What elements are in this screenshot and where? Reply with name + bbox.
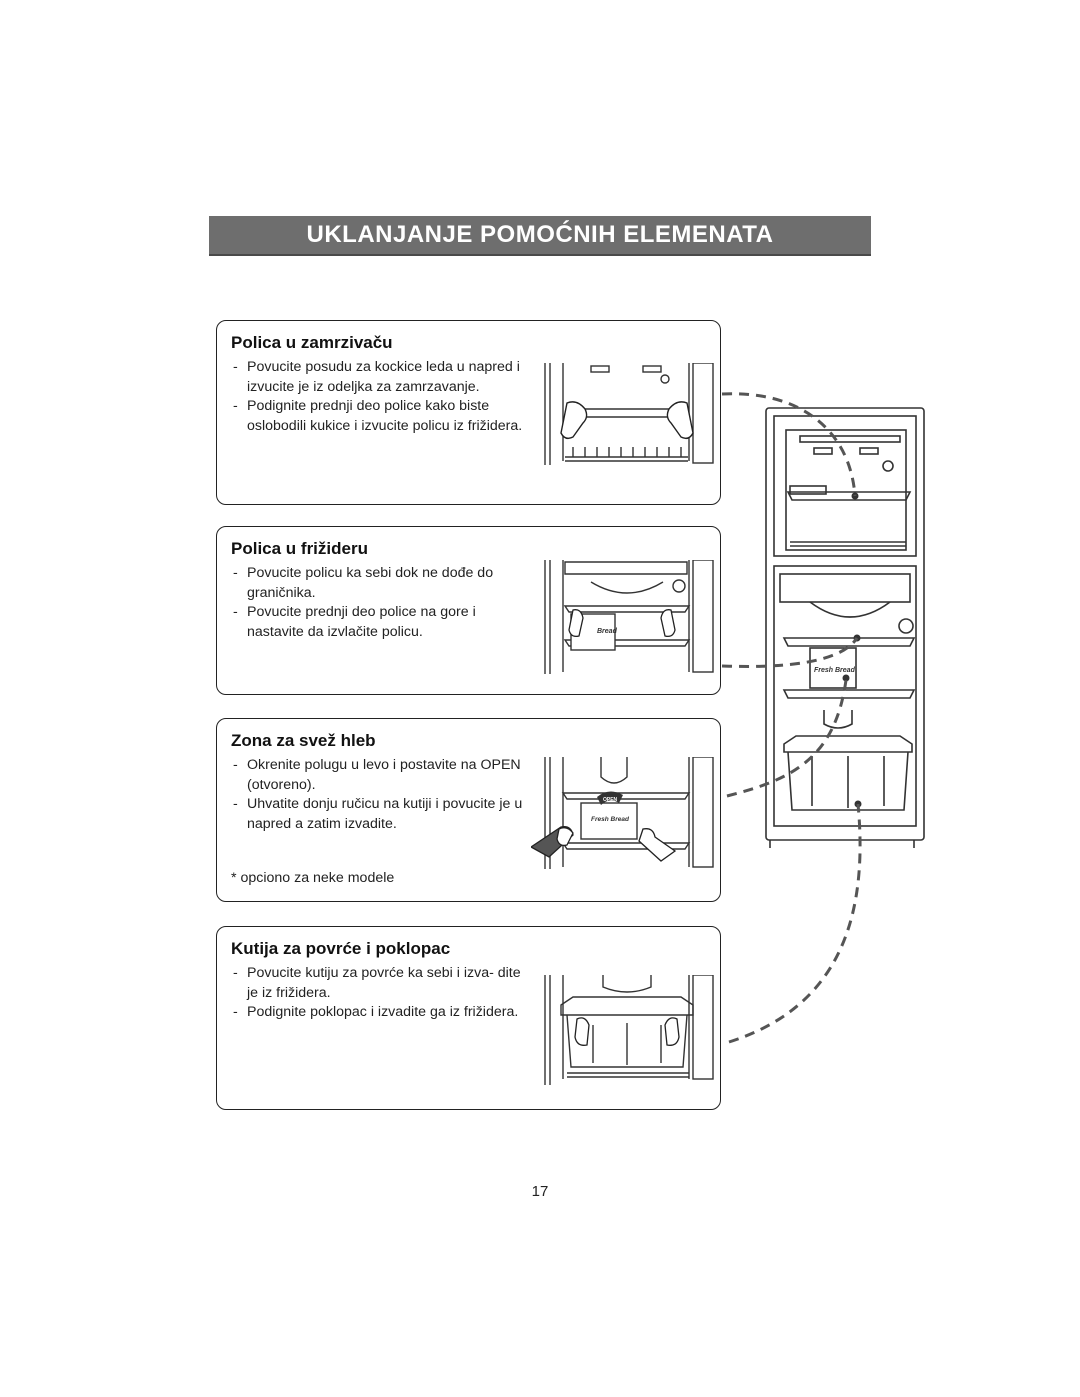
section-heading: Polica u frižideru [231,539,368,558]
refrigerator-illustration: Fresh Bread [765,407,925,848]
section-heading: Polica u zamrzivaču [231,333,393,352]
instruction-item: Podignite poklopac i izvadite ga iz friž… [231,1003,531,1023]
instruction-list: Povucite policu ka sebi dok ne dođe do g… [231,564,531,642]
fresh-bread-label: Fresh Bread [591,816,630,823]
fridge-fresh-bread-label: Fresh Bread [814,667,856,674]
bread-label: Bread [597,628,618,635]
open-label: OPEN [603,797,618,803]
open-lever-icon: OPEN [597,791,623,805]
hand-icon [531,826,677,862]
instruction-list: Povucite kutiju za povrće ka sebi i izva… [231,964,531,1023]
page-title: UKLANJANJE POMOĆNIH ELEMENATA [306,221,774,248]
page-title-bar: UKLANJANJE POMOĆNIH ELEMENATA [209,216,871,256]
section-heading: Kutija za povrće i poklopac [231,939,451,958]
optional-note: * opciono za neke modele [231,870,395,886]
section-fridge-shelf: Polica u frižideru Povucite policu ka se… [216,526,721,695]
page-number: 17 [531,1183,549,1200]
section-vegetable-box: Kutija za povrće i poklopac Povucite kut… [216,926,721,1110]
instruction-item: Povucite posudu za kockice leda u napred… [231,358,531,397]
hand-icon [574,1017,680,1046]
fridge-shelf-illustration: Bread [544,560,714,674]
hand-icon [568,609,676,638]
instruction-item: Okrenite polugu u levo i postavite na OP… [231,756,531,795]
instruction-list: Okrenite polugu u levo i postavite na OP… [231,756,531,834]
instruction-item: Uhvatite donju ručicu na kutiji i povuci… [231,795,531,834]
section-heading: Zona za svež hleb [231,731,376,750]
fresh-bread-zone-illustration: OPEN Fresh Bread [531,757,714,869]
hand-icon [560,401,694,440]
instruction-item: Podignite prednji deo police kako biste … [231,397,531,436]
instruction-list: Povucite posudu za kockice leda u napred… [231,358,531,436]
instruction-item: Povucite prednji deo police na gore i na… [231,603,531,642]
freezer-shelf-illustration [544,363,714,465]
section-freezer-shelf: Polica u zamrzivaču Povucite posudu za k… [216,320,721,505]
vegetable-box-illustration [544,975,714,1085]
instruction-item: Povucite policu ka sebi dok ne dođe do g… [231,564,531,603]
instruction-item: Povucite kutiju za povrće ka sebi i izva… [231,964,531,1003]
section-fresh-bread: Zona za svež hleb Okrenite polugu u levo… [216,718,721,902]
